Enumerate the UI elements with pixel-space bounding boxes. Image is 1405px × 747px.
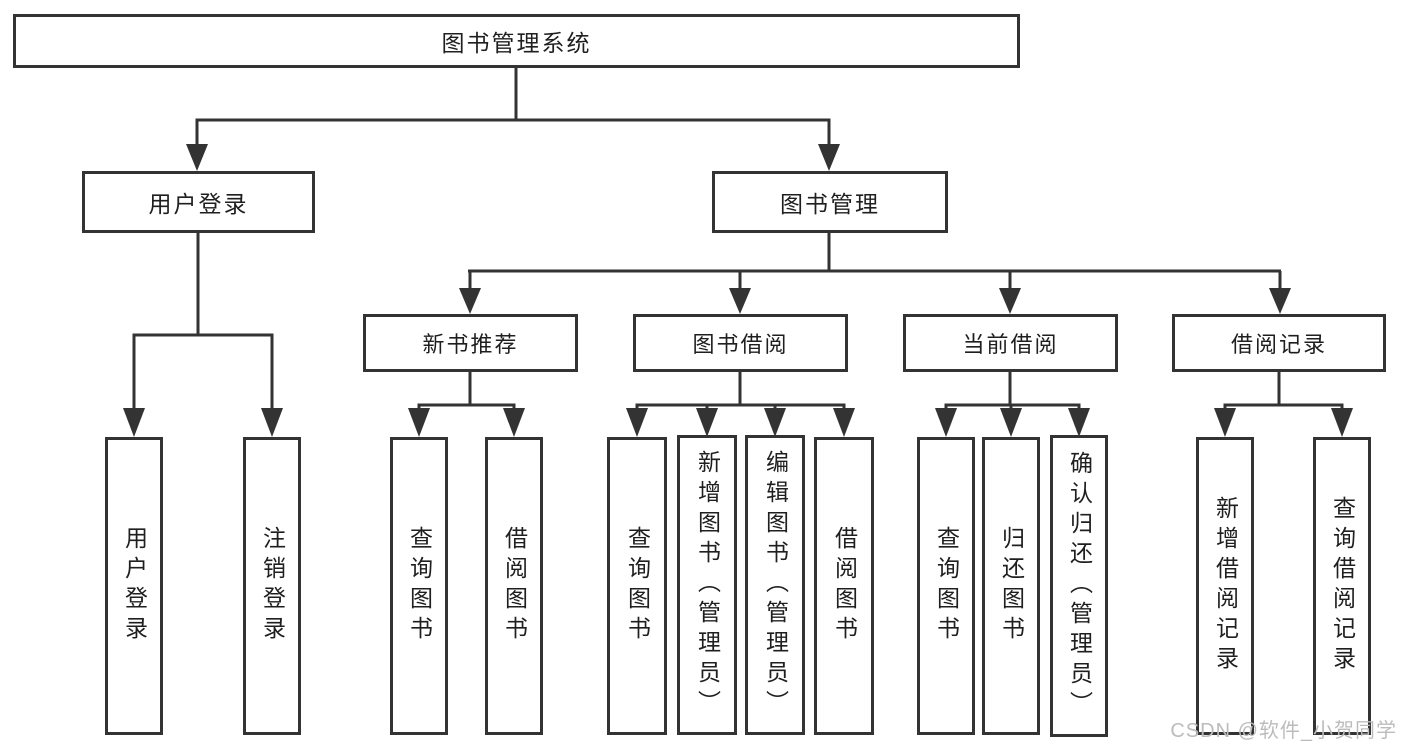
node-br-add-record-label: 新增借阅记录 xyxy=(1212,496,1239,676)
node-login: 用户登录 xyxy=(105,437,163,735)
arrow-login xyxy=(123,408,145,437)
connector-userlogin-children xyxy=(132,233,274,410)
node-br-query-record-label: 查询借阅记录 xyxy=(1329,496,1356,676)
node-br-add-record: 新增借阅记录 xyxy=(1196,437,1254,735)
node-logout: 注销登录 xyxy=(243,437,301,735)
node-current-borrow-label: 当前借阅 xyxy=(962,332,1059,357)
arrow-bb-add xyxy=(696,408,718,437)
node-borrow-records: 借阅记录 xyxy=(1172,314,1386,372)
node-bb-borrow-books: 借阅图书 xyxy=(814,437,874,735)
node-rec-query-books-label: 查询图书 xyxy=(406,526,433,646)
arrow-bb-edit xyxy=(764,408,786,437)
node-br-query-record: 查询借阅记录 xyxy=(1313,437,1371,735)
arrow-br-add xyxy=(1214,408,1236,437)
arrow-bookborrow xyxy=(729,288,751,314)
arrow-cb-return xyxy=(1000,408,1022,437)
node-book-borrow-label: 图书借阅 xyxy=(692,332,789,357)
arrow-bookmgmt xyxy=(818,144,840,171)
node-logout-label: 注销登录 xyxy=(259,526,286,646)
connector-bookmgmt-level3 xyxy=(468,233,1282,291)
arrow-br-query xyxy=(1331,408,1353,437)
arrow-userlogin xyxy=(186,144,208,171)
node-new-book-rec-label: 新书推荐 xyxy=(422,332,519,357)
node-bb-query-books-label: 查询图书 xyxy=(624,526,651,646)
arrow-bb-query xyxy=(626,408,648,437)
arrow-newbookrec xyxy=(459,288,481,314)
node-bb-add-books-label: 新增图书（管理员） xyxy=(694,450,721,720)
arrow-rec-query xyxy=(408,408,430,437)
arrow-rec-borrow xyxy=(503,408,525,437)
connector-root-level2 xyxy=(195,68,831,146)
node-bb-add-books: 新增图书（管理员） xyxy=(677,435,737,735)
node-book-mgmt-label: 图书管理 xyxy=(780,191,880,217)
arrow-bb-borrow xyxy=(833,408,855,437)
csdn-watermark: CSDN @软件_小贺同学 xyxy=(1170,720,1397,742)
node-cb-query-books-label: 查询图书 xyxy=(933,526,960,646)
node-user-login-label: 用户登录 xyxy=(148,191,249,217)
connector-borrowrecords-children xyxy=(1223,372,1344,411)
node-root-label: 图书管理系统 xyxy=(441,30,592,56)
connector-currentborrow-children xyxy=(944,372,1081,411)
node-bb-borrow-books-label: 借阅图书 xyxy=(831,526,858,646)
arrow-borrowrecords xyxy=(1269,288,1291,314)
node-current-borrow: 当前借阅 xyxy=(903,314,1118,372)
node-cb-query-books: 查询图书 xyxy=(917,437,975,735)
node-rec-query-books: 查询图书 xyxy=(390,437,448,735)
node-cb-confirm-return: 确认归还（管理员） xyxy=(1050,435,1108,737)
node-cb-return-books-label: 归还图书 xyxy=(998,526,1025,646)
node-bb-query-books: 查询图书 xyxy=(607,437,667,735)
node-root: 图书管理系统 xyxy=(13,14,1020,68)
node-cb-confirm-return-label: 确认归还（管理员） xyxy=(1066,451,1093,721)
connector-bookborrow-children xyxy=(635,372,846,411)
node-new-book-rec: 新书推荐 xyxy=(363,314,578,372)
node-rec-borrow-books-label: 借阅图书 xyxy=(501,526,528,646)
node-user-login: 用户登录 xyxy=(82,171,315,233)
node-bb-edit-books-label: 编辑图书（管理员） xyxy=(762,450,789,720)
arrow-logout xyxy=(261,408,283,437)
arrow-cb-query xyxy=(935,408,957,437)
node-cb-return-books: 归还图书 xyxy=(982,437,1040,735)
node-book-borrow: 图书借阅 xyxy=(633,314,848,372)
node-rec-borrow-books: 借阅图书 xyxy=(485,437,543,735)
arrow-cb-confirm xyxy=(1068,408,1090,437)
node-bb-edit-books: 编辑图书（管理员） xyxy=(745,435,805,735)
node-borrow-records-label: 借阅记录 xyxy=(1230,332,1327,357)
node-login-label: 用户登录 xyxy=(121,526,148,646)
arrow-currentborrow xyxy=(999,288,1021,314)
node-book-mgmt: 图书管理 xyxy=(712,171,948,233)
connector-newbookrec-children xyxy=(417,372,516,411)
